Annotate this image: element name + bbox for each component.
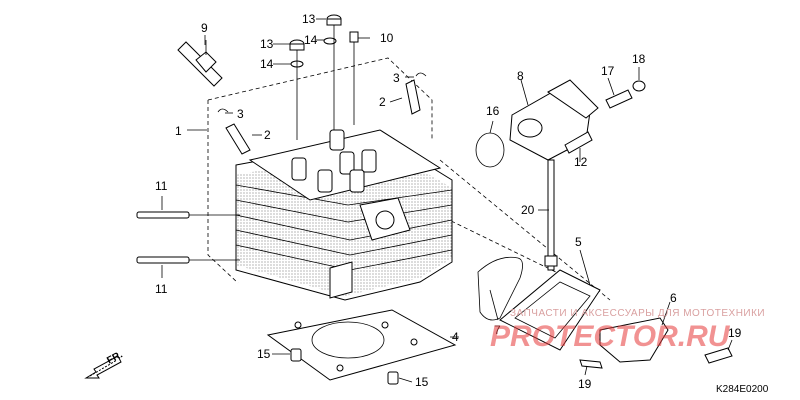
callout-7: 7: [494, 323, 501, 337]
watermark-brand: PROTECTOR.RU: [490, 320, 731, 353]
callout-10: 10: [380, 31, 394, 45]
callout-15-left: 15: [257, 347, 271, 361]
callout-17: 17: [601, 64, 615, 78]
callout-19-left: 19: [578, 377, 592, 391]
cylinder-head: [235, 129, 453, 301]
callout-14-mid: 14: [260, 57, 274, 71]
callout-4: 4: [452, 330, 459, 344]
callout-11-top: 11: [155, 179, 168, 193]
callout-13-top: 13: [302, 12, 316, 26]
callout-19-right: 19: [728, 326, 742, 340]
callout-labels: 1 2 2 3 3 4 5 6 7 8 9 10 11 11 12 13 13 …: [155, 12, 742, 391]
callout-16: 16: [486, 104, 500, 118]
intake-bolts: [544, 80, 646, 271]
nuts-washers-bolt: [289, 14, 359, 140]
front-direction-label: FR.: [105, 349, 125, 366]
dowel-pins: [290, 348, 399, 385]
front-arrow-icon: [84, 355, 122, 379]
exploded-view-outline: [207, 57, 611, 301]
valve-cover-assembly: [477, 256, 733, 369]
watermark: ЗАПЧАСТИ И АКСЕССУАРЫ ДЛЯ МОТОТЕХНИКИ PR…: [490, 308, 765, 353]
front-direction-indicator: FR.: [84, 349, 125, 379]
callout-20: 20: [521, 203, 535, 217]
diagram-code: K284E0200: [716, 384, 769, 395]
callout-12: 12: [574, 155, 588, 169]
callout-9: 9: [201, 21, 208, 35]
callout-14-top: 14: [304, 33, 318, 47]
callout-2-right: 2: [379, 95, 386, 109]
callout-13-mid: 13: [260, 37, 274, 51]
cylinder-head-gasket: [266, 309, 457, 381]
watermark-tagline: ЗАПЧАСТИ И АКСЕССУАРЫ ДЛЯ МОТОТЕХНИКИ: [510, 308, 765, 319]
callout-3-left: 3: [237, 107, 244, 121]
leader-lines: [161, 18, 733, 383]
callout-15-right: 15: [415, 375, 429, 389]
spark-plug: [177, 40, 223, 87]
callout-8: 8: [517, 69, 524, 83]
callout-11-bottom: 11: [155, 282, 168, 296]
callout-2-left: 2: [264, 128, 271, 142]
stud-bolts: [136, 211, 240, 264]
callout-18: 18: [632, 52, 646, 66]
clips: [217, 72, 427, 113]
callout-6: 6: [670, 291, 677, 305]
callout-1: 1: [175, 124, 182, 138]
valve-guides: [225, 79, 421, 155]
callout-5: 5: [575, 235, 582, 249]
callout-3-right: 3: [393, 71, 400, 85]
